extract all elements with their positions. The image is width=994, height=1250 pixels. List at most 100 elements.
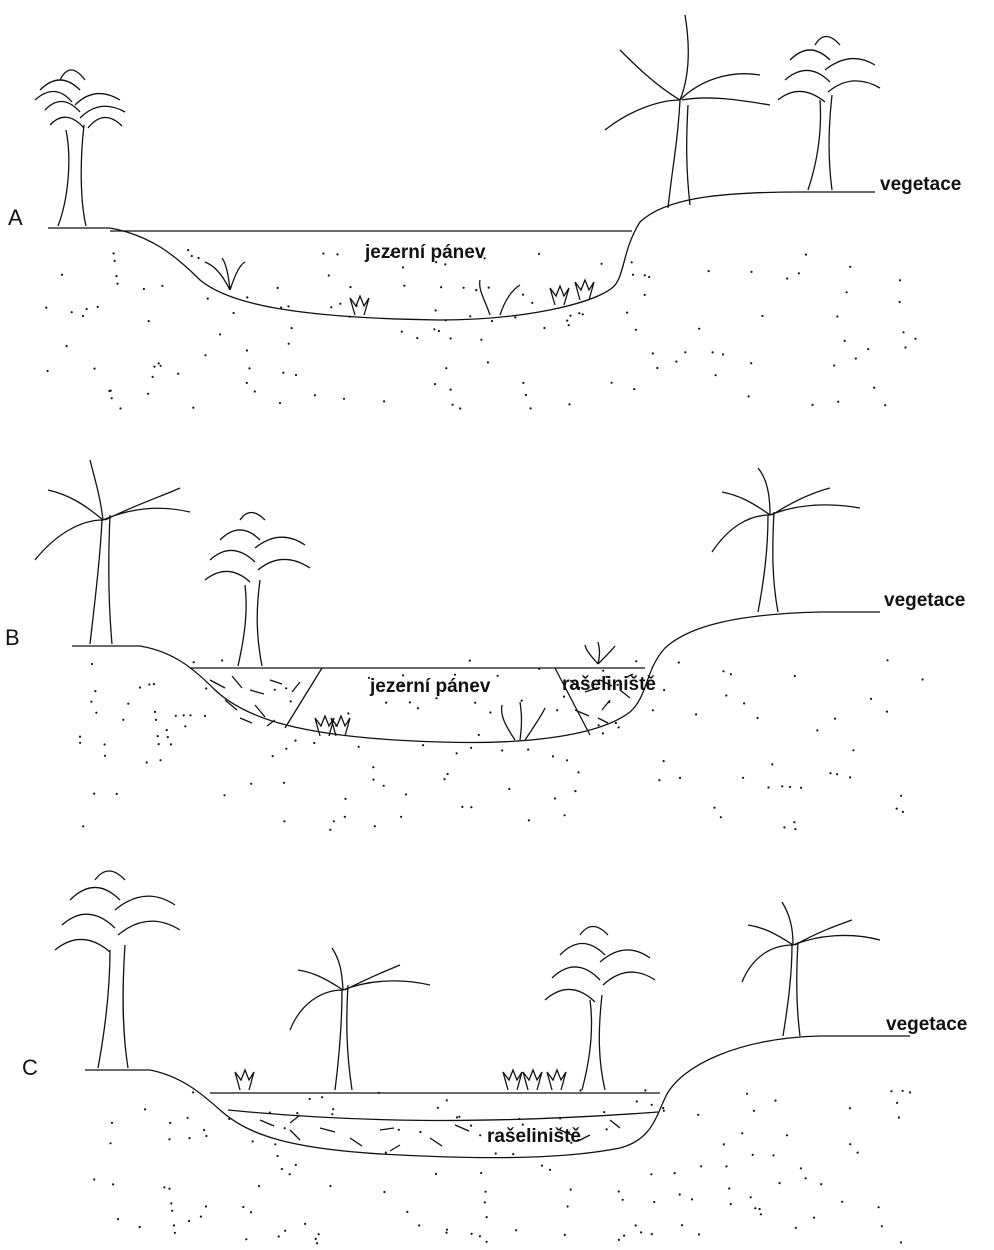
soil-dot bbox=[663, 689, 665, 691]
soil-dot bbox=[779, 1182, 781, 1184]
soil-dot bbox=[469, 660, 471, 662]
soil-dot bbox=[922, 678, 924, 680]
soil-dot bbox=[635, 660, 637, 662]
soil-dot bbox=[154, 711, 156, 713]
soil-dot bbox=[207, 298, 209, 300]
soil-dot bbox=[79, 742, 81, 744]
soil-dot bbox=[390, 254, 392, 256]
soil-dot bbox=[849, 266, 851, 268]
soil-dot bbox=[608, 701, 610, 703]
soil-dot bbox=[205, 1135, 207, 1137]
soil-dot bbox=[277, 287, 279, 289]
soil-dot bbox=[836, 315, 838, 317]
soil-dot bbox=[795, 1227, 797, 1229]
soil-dot bbox=[771, 763, 773, 765]
panel-c-tree-left bbox=[55, 871, 180, 1068]
soil-dot bbox=[175, 715, 177, 717]
soil-dot bbox=[484, 257, 486, 259]
soil-dot bbox=[274, 1143, 276, 1145]
soil-dot bbox=[800, 787, 802, 789]
soil-dot bbox=[416, 337, 418, 339]
panel-c-vegetation-label: vegetace bbox=[886, 1014, 967, 1035]
panel-c-tree-mid2 bbox=[545, 927, 655, 1091]
soil-dot bbox=[285, 687, 287, 689]
soil-dot bbox=[419, 1131, 421, 1133]
soil-dot bbox=[754, 1207, 756, 1209]
soil-dot bbox=[358, 746, 360, 748]
soil-dot bbox=[569, 315, 571, 317]
soil-dot bbox=[750, 362, 752, 364]
soil-dot bbox=[582, 313, 584, 315]
soil-dot bbox=[781, 785, 783, 787]
soil-dot bbox=[698, 328, 700, 330]
soil-dot bbox=[662, 1107, 664, 1109]
soil-dot bbox=[488, 287, 490, 289]
soil-dot bbox=[601, 263, 603, 265]
soil-dot bbox=[295, 374, 297, 376]
soil-dot bbox=[304, 1223, 306, 1225]
soil-dot bbox=[153, 366, 155, 368]
soil-dot bbox=[632, 274, 634, 276]
soil-dot bbox=[833, 364, 835, 366]
panel-c: C rašeliniště vegetace bbox=[22, 871, 967, 1158]
soil-dot bbox=[805, 254, 807, 256]
panel-c-tree-right bbox=[742, 902, 880, 1036]
soil-dot bbox=[618, 726, 620, 728]
soil-dot bbox=[192, 1091, 194, 1093]
soil-dot bbox=[606, 1128, 608, 1130]
soil-dot bbox=[281, 1168, 283, 1170]
soil-dot bbox=[66, 345, 68, 347]
panel-b-peat-label: rašeliniště bbox=[562, 674, 656, 695]
soil-dot bbox=[283, 820, 285, 822]
soil-dot bbox=[725, 694, 727, 696]
soil-dot bbox=[435, 697, 437, 699]
soil-dot bbox=[480, 339, 482, 341]
soil-dot bbox=[187, 1117, 189, 1119]
soil-dot bbox=[474, 702, 476, 704]
soil-dot bbox=[139, 686, 141, 688]
soil-dot bbox=[904, 346, 906, 348]
panel-b-tree-left2 bbox=[205, 513, 310, 667]
soil-dot bbox=[458, 1116, 460, 1118]
soil-dot bbox=[756, 717, 758, 719]
soil-dot bbox=[538, 668, 540, 670]
soil-dot bbox=[161, 285, 163, 287]
soil-dot bbox=[635, 1224, 637, 1226]
soil-dot bbox=[566, 759, 568, 761]
soil-dot bbox=[433, 328, 435, 330]
soil-dot bbox=[291, 327, 293, 329]
soil-dot bbox=[564, 1234, 566, 1236]
soil-dot bbox=[759, 1208, 761, 1210]
soil-dot bbox=[168, 1188, 170, 1190]
soil-dot bbox=[383, 785, 385, 787]
soil-dot bbox=[684, 351, 686, 353]
soil-dot bbox=[385, 702, 387, 704]
soil-dot bbox=[794, 828, 796, 830]
soil-dot bbox=[111, 1122, 113, 1124]
soil-dot bbox=[549, 1169, 551, 1171]
soil-dot bbox=[94, 690, 96, 692]
soil-dot bbox=[741, 1132, 743, 1134]
soil-dot bbox=[158, 743, 160, 745]
soil-dot bbox=[902, 331, 904, 333]
soil-dot bbox=[112, 1183, 114, 1185]
soil-dot bbox=[184, 725, 186, 727]
soil-dot bbox=[723, 1143, 725, 1145]
panel-a: A jezerní pánev vegetace bbox=[8, 15, 961, 320]
soil-dot bbox=[722, 670, 724, 672]
soil-dot bbox=[246, 349, 248, 351]
soil-dot bbox=[228, 1118, 230, 1120]
soil-dot bbox=[445, 367, 447, 369]
soil-dot bbox=[187, 249, 189, 251]
soil-dot bbox=[318, 1233, 320, 1235]
soil-dot bbox=[658, 779, 660, 781]
soil-dot bbox=[497, 675, 499, 677]
soil-dot bbox=[681, 1224, 683, 1226]
soil-dot bbox=[480, 1172, 482, 1174]
soil-dot bbox=[400, 816, 402, 818]
soil-dot bbox=[403, 285, 405, 287]
soil-dot bbox=[250, 783, 252, 785]
panel-b-tree-left1 bbox=[35, 460, 190, 644]
soil-dot bbox=[61, 274, 63, 276]
soil-dot bbox=[829, 772, 831, 774]
